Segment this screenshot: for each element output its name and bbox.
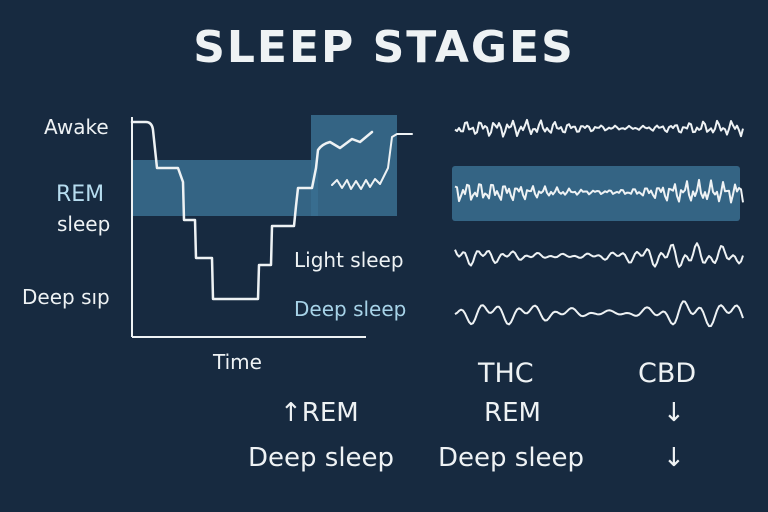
rem-wave — [454, 178, 744, 204]
x-axis-label: Time — [213, 350, 262, 374]
rem-window-highlight — [311, 115, 397, 216]
stage-label-deep: Deep sıp — [22, 285, 110, 309]
col-header-cbd: CBD — [638, 358, 697, 389]
light-sleep-wave — [454, 242, 744, 268]
rem-band-highlight — [132, 160, 318, 216]
row2-cbd-arrow: ↓ — [663, 443, 685, 473]
page-title: SLEEP STAGES — [193, 22, 575, 73]
row2-effect: Deep sleep — [248, 443, 395, 473]
awake-wave — [454, 118, 744, 138]
deep-sleep-wave — [454, 300, 744, 328]
row1-cbd-arrow: ↓ — [663, 398, 685, 428]
col-header-thc: THC — [478, 358, 534, 389]
stage-label-rem: REM — [56, 182, 105, 207]
stage-label-rem-sleep: sleep — [57, 212, 111, 236]
light-sleep-label: Light sleep — [294, 248, 404, 272]
hypnogram-trace — [130, 120, 374, 301]
rem-wave-highlight — [452, 166, 740, 221]
rem-wave-trace — [331, 133, 413, 190]
deep-sleep-label: Deep sleep — [294, 297, 407, 321]
stage-label-awake: Awake — [44, 115, 109, 139]
row1-thc: REM — [484, 398, 541, 428]
row2-thc: Deep sleep — [438, 443, 585, 473]
row1-effect: ↑REM — [280, 398, 359, 428]
